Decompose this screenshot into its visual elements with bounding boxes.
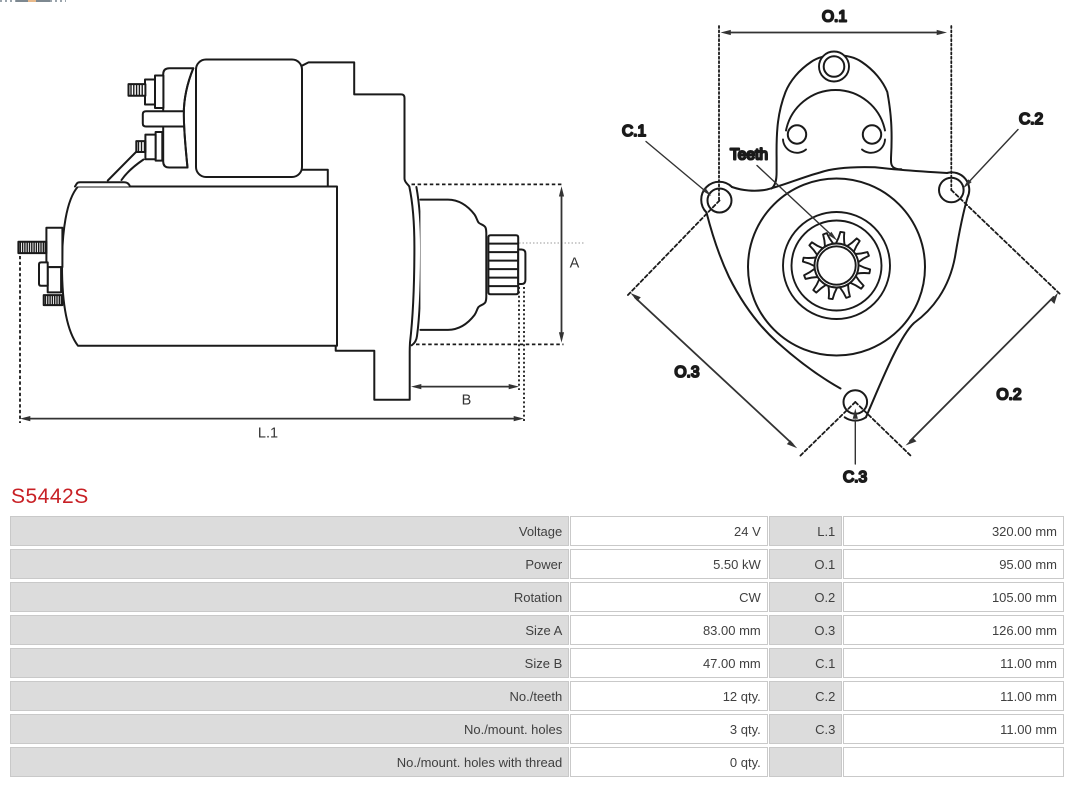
svg-text:O.2: O.2 xyxy=(997,387,1022,404)
svg-text:A: A xyxy=(570,256,580,272)
svg-text:C.2: C.2 xyxy=(1019,111,1043,128)
svg-text:C.1: C.1 xyxy=(622,123,646,140)
svg-text:O.3: O.3 xyxy=(675,364,700,381)
svg-text:C.3: C.3 xyxy=(843,469,867,486)
svg-text:L.1: L.1 xyxy=(258,426,278,442)
svg-text:O.1: O.1 xyxy=(822,9,847,26)
svg-text:Teeth: Teeth xyxy=(730,147,768,164)
svg-text:B: B xyxy=(462,393,472,409)
